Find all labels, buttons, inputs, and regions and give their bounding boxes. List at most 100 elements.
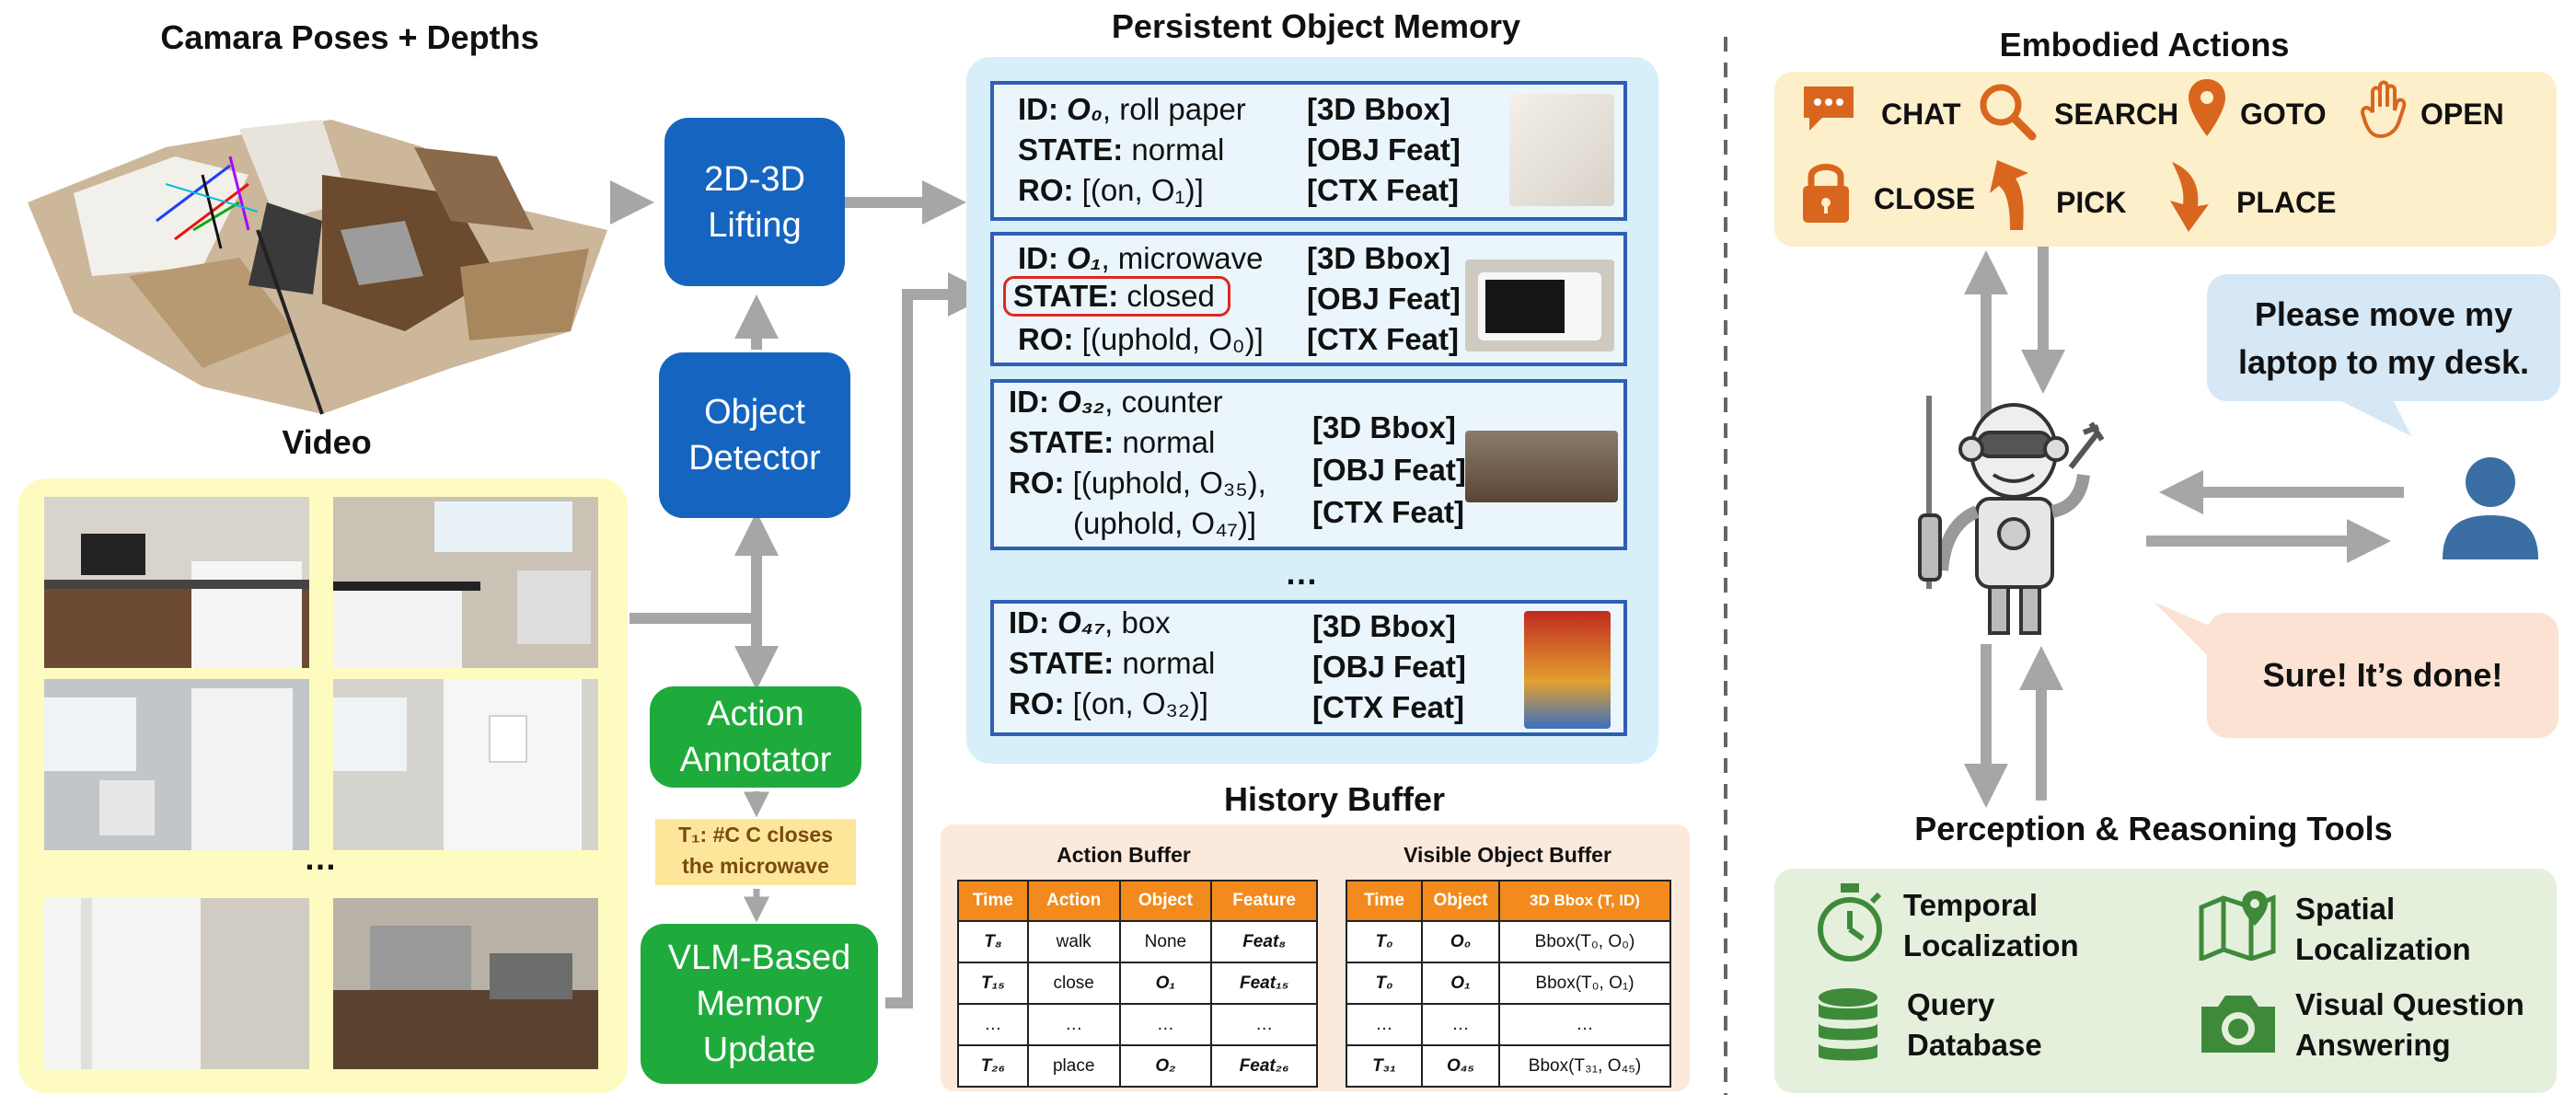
table-row: … … … xyxy=(1346,1003,1671,1046)
table-row: T₈ walk None Feat₈ xyxy=(957,920,1318,963)
table-cell: walk xyxy=(1026,920,1121,963)
table-row: T₀ O₁ Bbox(T₀, O₁) xyxy=(1346,962,1671,1005)
robot-bubble-tail xyxy=(2154,602,2218,657)
video-frame xyxy=(44,898,309,1069)
user-avatar-icon xyxy=(2443,457,2538,559)
table-header: Object xyxy=(1421,880,1500,922)
memory-ellipsis: … xyxy=(1285,554,1318,592)
table-cell: T₈ xyxy=(957,920,1029,963)
table-cell: Bbox(T₀, O₁) xyxy=(1498,962,1671,1005)
table-cell: O₀ xyxy=(1421,920,1500,963)
video-title: Video xyxy=(282,423,372,461)
action-chat: CHAT xyxy=(1881,98,1961,131)
table-header: 3D Bbox (T, ID) xyxy=(1498,880,1671,922)
action-goto: GOTO xyxy=(2240,98,2327,131)
table-cell: Bbox(T₃₁, O₄₅) xyxy=(1498,1044,1671,1088)
map-icon xyxy=(2199,891,2276,961)
table-cell: T₀ xyxy=(1346,920,1423,963)
table-header: Object xyxy=(1118,880,1213,922)
object-thumbnail xyxy=(1524,611,1611,729)
visible-object-buffer-table: Time Object 3D Bbox (T, ID) T₀ O₀ Bbox(T… xyxy=(1346,880,1671,1088)
robot-illustration xyxy=(1918,396,2105,635)
action-search: SEARCH xyxy=(2054,98,2179,131)
table-cell: T₂₆ xyxy=(957,1044,1029,1088)
table-cell: place xyxy=(1026,1044,1121,1088)
table-cell: … xyxy=(1346,1003,1423,1046)
database-icon xyxy=(1819,988,1877,1061)
arrow-down-icon xyxy=(2170,162,2209,232)
table-header-row: Time Object 3D Bbox (T, ID) xyxy=(1346,880,1671,922)
table-row: … … … … xyxy=(957,1003,1318,1046)
table-cell: O₄₅ xyxy=(1421,1044,1500,1088)
table-cell: O₁ xyxy=(1118,962,1213,1005)
table-header: Action xyxy=(1026,880,1121,922)
table-cell: O₁ xyxy=(1421,962,1500,1005)
table-row: T₃₁ O₄₅ Bbox(T₃₁, O₄₅) xyxy=(1346,1044,1671,1088)
chat-icon xyxy=(1804,86,1854,131)
table-cell: O₂ xyxy=(1118,1044,1213,1088)
lock-icon xyxy=(1803,164,1849,223)
table-cell: None xyxy=(1118,920,1213,963)
action-buffer-table: Time Action Object Feature T₈ walk None … xyxy=(957,880,1318,1088)
table-cell: Feat₈ xyxy=(1210,920,1318,963)
table-cell: Feat₂₆ xyxy=(1210,1044,1318,1088)
reconstruction-image xyxy=(28,120,607,415)
search-icon xyxy=(1980,84,2037,141)
table-cell: … xyxy=(1210,1003,1318,1046)
tools-panel xyxy=(1774,869,2557,1093)
video-frame xyxy=(44,679,309,850)
table-row: T₀ O₀ Bbox(T₀, O₀) xyxy=(1346,920,1671,963)
table-cell: … xyxy=(1026,1003,1121,1046)
action-pick: PICK xyxy=(2056,186,2127,219)
poses-title: Camara Poses + Depths xyxy=(160,18,539,56)
action-buffer-title: Action Buffer xyxy=(1057,843,1191,867)
video-ellipsis: … xyxy=(304,839,337,877)
robot-speech-bubble: Sure! It’s done! xyxy=(2207,613,2559,738)
table-cell: T₀ xyxy=(1346,962,1423,1005)
camera-icon xyxy=(2201,996,2275,1053)
table-cell: … xyxy=(957,1003,1029,1046)
hand-open-icon xyxy=(2361,80,2407,139)
table-header-row: Time Action Object Feature xyxy=(957,880,1318,922)
location-pin-icon xyxy=(2189,79,2225,136)
memory-entry: ID: O₄₇, box STATE: normal RO: [(on, O₃₂… xyxy=(990,600,1627,736)
history-title: History Buffer xyxy=(1223,780,1446,818)
table-cell: … xyxy=(1498,1003,1671,1046)
video-frame xyxy=(333,898,598,1069)
table-cell: … xyxy=(1421,1003,1500,1046)
tools-title: Perception & Reasoning Tools xyxy=(1914,810,2393,847)
table-cell: Bbox(T₀, O₀) xyxy=(1498,920,1671,963)
object-thumbnail xyxy=(1465,431,1618,502)
video-frame xyxy=(44,497,309,668)
state-highlight: STATE: closed xyxy=(1003,276,1230,317)
object-thumbnail xyxy=(1465,259,1614,351)
actions-title: Embodied Actions xyxy=(1999,26,2290,63)
memory-entry: ID: O₃₂, counter STATE: normal RO: [(uph… xyxy=(990,379,1627,550)
stopwatch-icon xyxy=(1818,883,1882,962)
table-cell: close xyxy=(1026,962,1121,1005)
visible-buffer-title: Visible Object Buffer xyxy=(1404,843,1611,867)
memory-entry: ID: O₀, roll paper STATE: normal RO: [(o… xyxy=(990,81,1627,221)
table-row: T₂₆ place O₂ Feat₂₆ xyxy=(957,1044,1318,1088)
table-header: Feature xyxy=(1210,880,1318,922)
video-frame xyxy=(333,497,598,668)
table-cell: T₃₁ xyxy=(1346,1044,1423,1088)
user-bubble-tail xyxy=(2338,399,2411,436)
object-thumbnail xyxy=(1509,94,1614,206)
memory-entry: ID: O₁, microwave STATE: closed RO: [(up… xyxy=(990,232,1627,366)
table-cell: T₁₅ xyxy=(957,962,1029,1005)
video-frame xyxy=(333,679,598,850)
action-close: CLOSE xyxy=(1874,182,1976,215)
table-row: T₁₅ close O₁ Feat₁₅ xyxy=(957,962,1318,1005)
memory-title: Persistent Object Memory xyxy=(1111,7,1521,45)
